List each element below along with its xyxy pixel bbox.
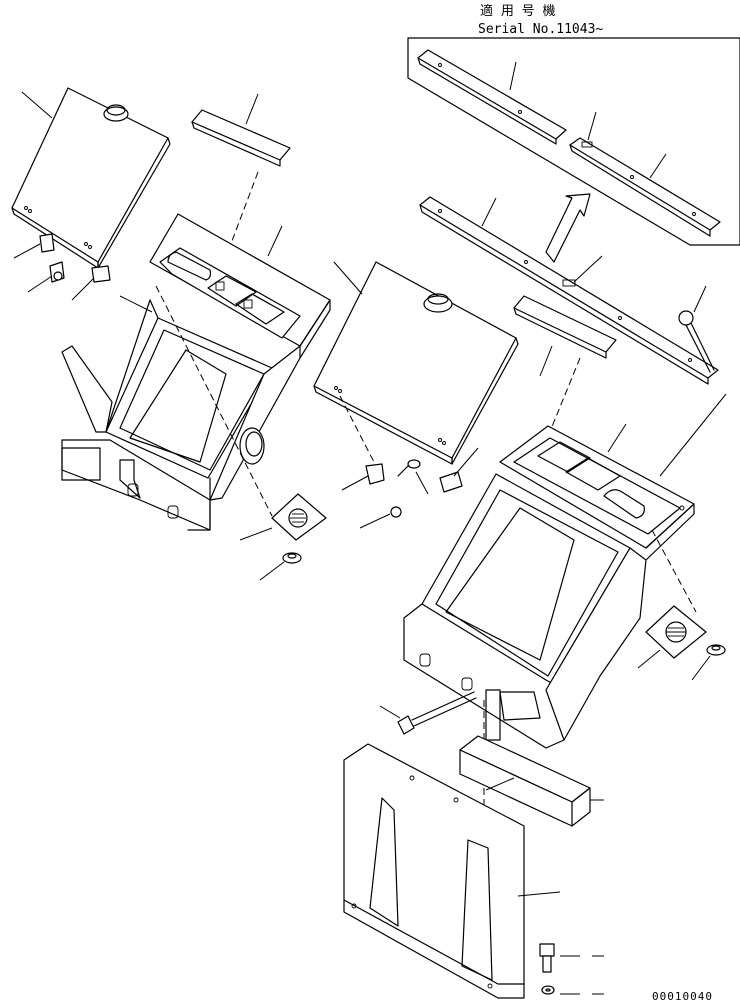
bottom-washer bbox=[541, 985, 604, 995]
direction-arrow bbox=[545, 193, 591, 263]
inset-rail-lower bbox=[569, 137, 721, 237]
left-nut bbox=[259, 552, 302, 581]
bottom-bolt bbox=[539, 943, 604, 973]
rail-main bbox=[419, 196, 719, 385]
bolt-top-right bbox=[678, 285, 715, 373]
middle-small-parts bbox=[341, 447, 479, 529]
serial-inset-box bbox=[407, 37, 740, 246]
middle-lid-panel bbox=[313, 261, 519, 465]
bolt-middle bbox=[379, 691, 477, 735]
left-small-lid bbox=[191, 93, 291, 167]
right-speaker bbox=[637, 605, 707, 669]
left-lid-panel bbox=[11, 87, 171, 269]
left-console-housing bbox=[61, 213, 331, 531]
serial-number-label: Serial No.11043~ bbox=[478, 22, 603, 37]
bottom-plate bbox=[343, 743, 561, 999]
applicable-serial-label: 適 用 号 機 bbox=[480, 3, 555, 19]
right-small-lid bbox=[513, 295, 617, 359]
right-console-housing bbox=[403, 425, 695, 749]
right-nut bbox=[691, 644, 726, 681]
foam-block bbox=[459, 735, 604, 827]
inset-rail-upper bbox=[417, 49, 567, 145]
left-speaker bbox=[239, 493, 327, 541]
left-small-parts bbox=[13, 233, 111, 301]
drawing-number: 00010040 bbox=[652, 990, 713, 1003]
left-assembly bbox=[11, 87, 331, 581]
